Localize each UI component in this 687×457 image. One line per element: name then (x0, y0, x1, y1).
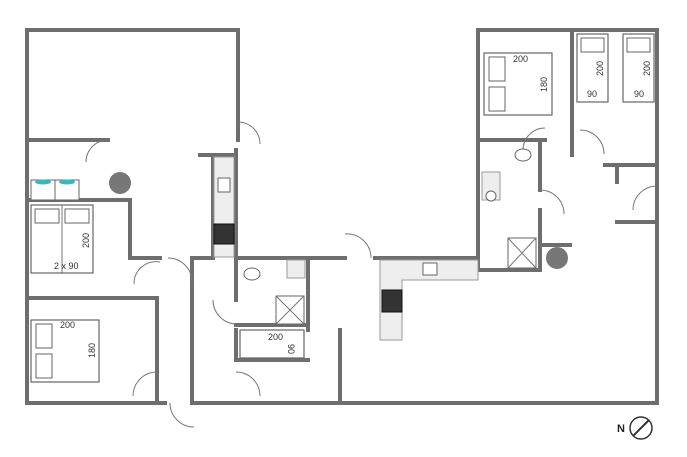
bed-width-label: 180 (539, 77, 549, 92)
bed-size-label: 2 x 90 (54, 261, 79, 271)
north-label: N (617, 423, 625, 435)
kitchens (213, 156, 479, 341)
bed-width-label: 90 (634, 89, 644, 99)
doors (85, 121, 658, 428)
bathtub (239, 329, 305, 359)
beds: 2 x 90 200 200 180 200 90 200 180 200 90… (30, 33, 655, 383)
tub-width-label: 90 (286, 344, 296, 354)
basin-icon (286, 259, 306, 279)
stove-icon (213, 223, 235, 245)
dryer-lid-icon (59, 179, 75, 185)
washer-lid-icon (35, 179, 51, 185)
sink-icon (422, 262, 438, 276)
bed-length-label: 200 (60, 320, 75, 330)
sink-icon (217, 177, 231, 193)
stove-icon (381, 289, 403, 313)
laundry (30, 172, 568, 269)
bed-length-label: 200 (642, 61, 652, 76)
bed-length-label: 200 (595, 61, 605, 76)
heater-icon (109, 172, 131, 194)
kitchen-counter (379, 259, 479, 341)
bed-width-label: 90 (587, 89, 597, 99)
bathrooms (243, 148, 537, 325)
tub-length-label: 200 (268, 332, 283, 342)
bed-length-label: 200 (81, 233, 91, 248)
heater-icon (546, 247, 568, 269)
compass: N (617, 416, 653, 440)
bed-width-label: 180 (87, 343, 97, 358)
walls (25, 28, 659, 405)
toilet-icon (243, 267, 261, 281)
bed-length-label: 200 (513, 54, 528, 64)
toilet-icon (514, 148, 532, 162)
